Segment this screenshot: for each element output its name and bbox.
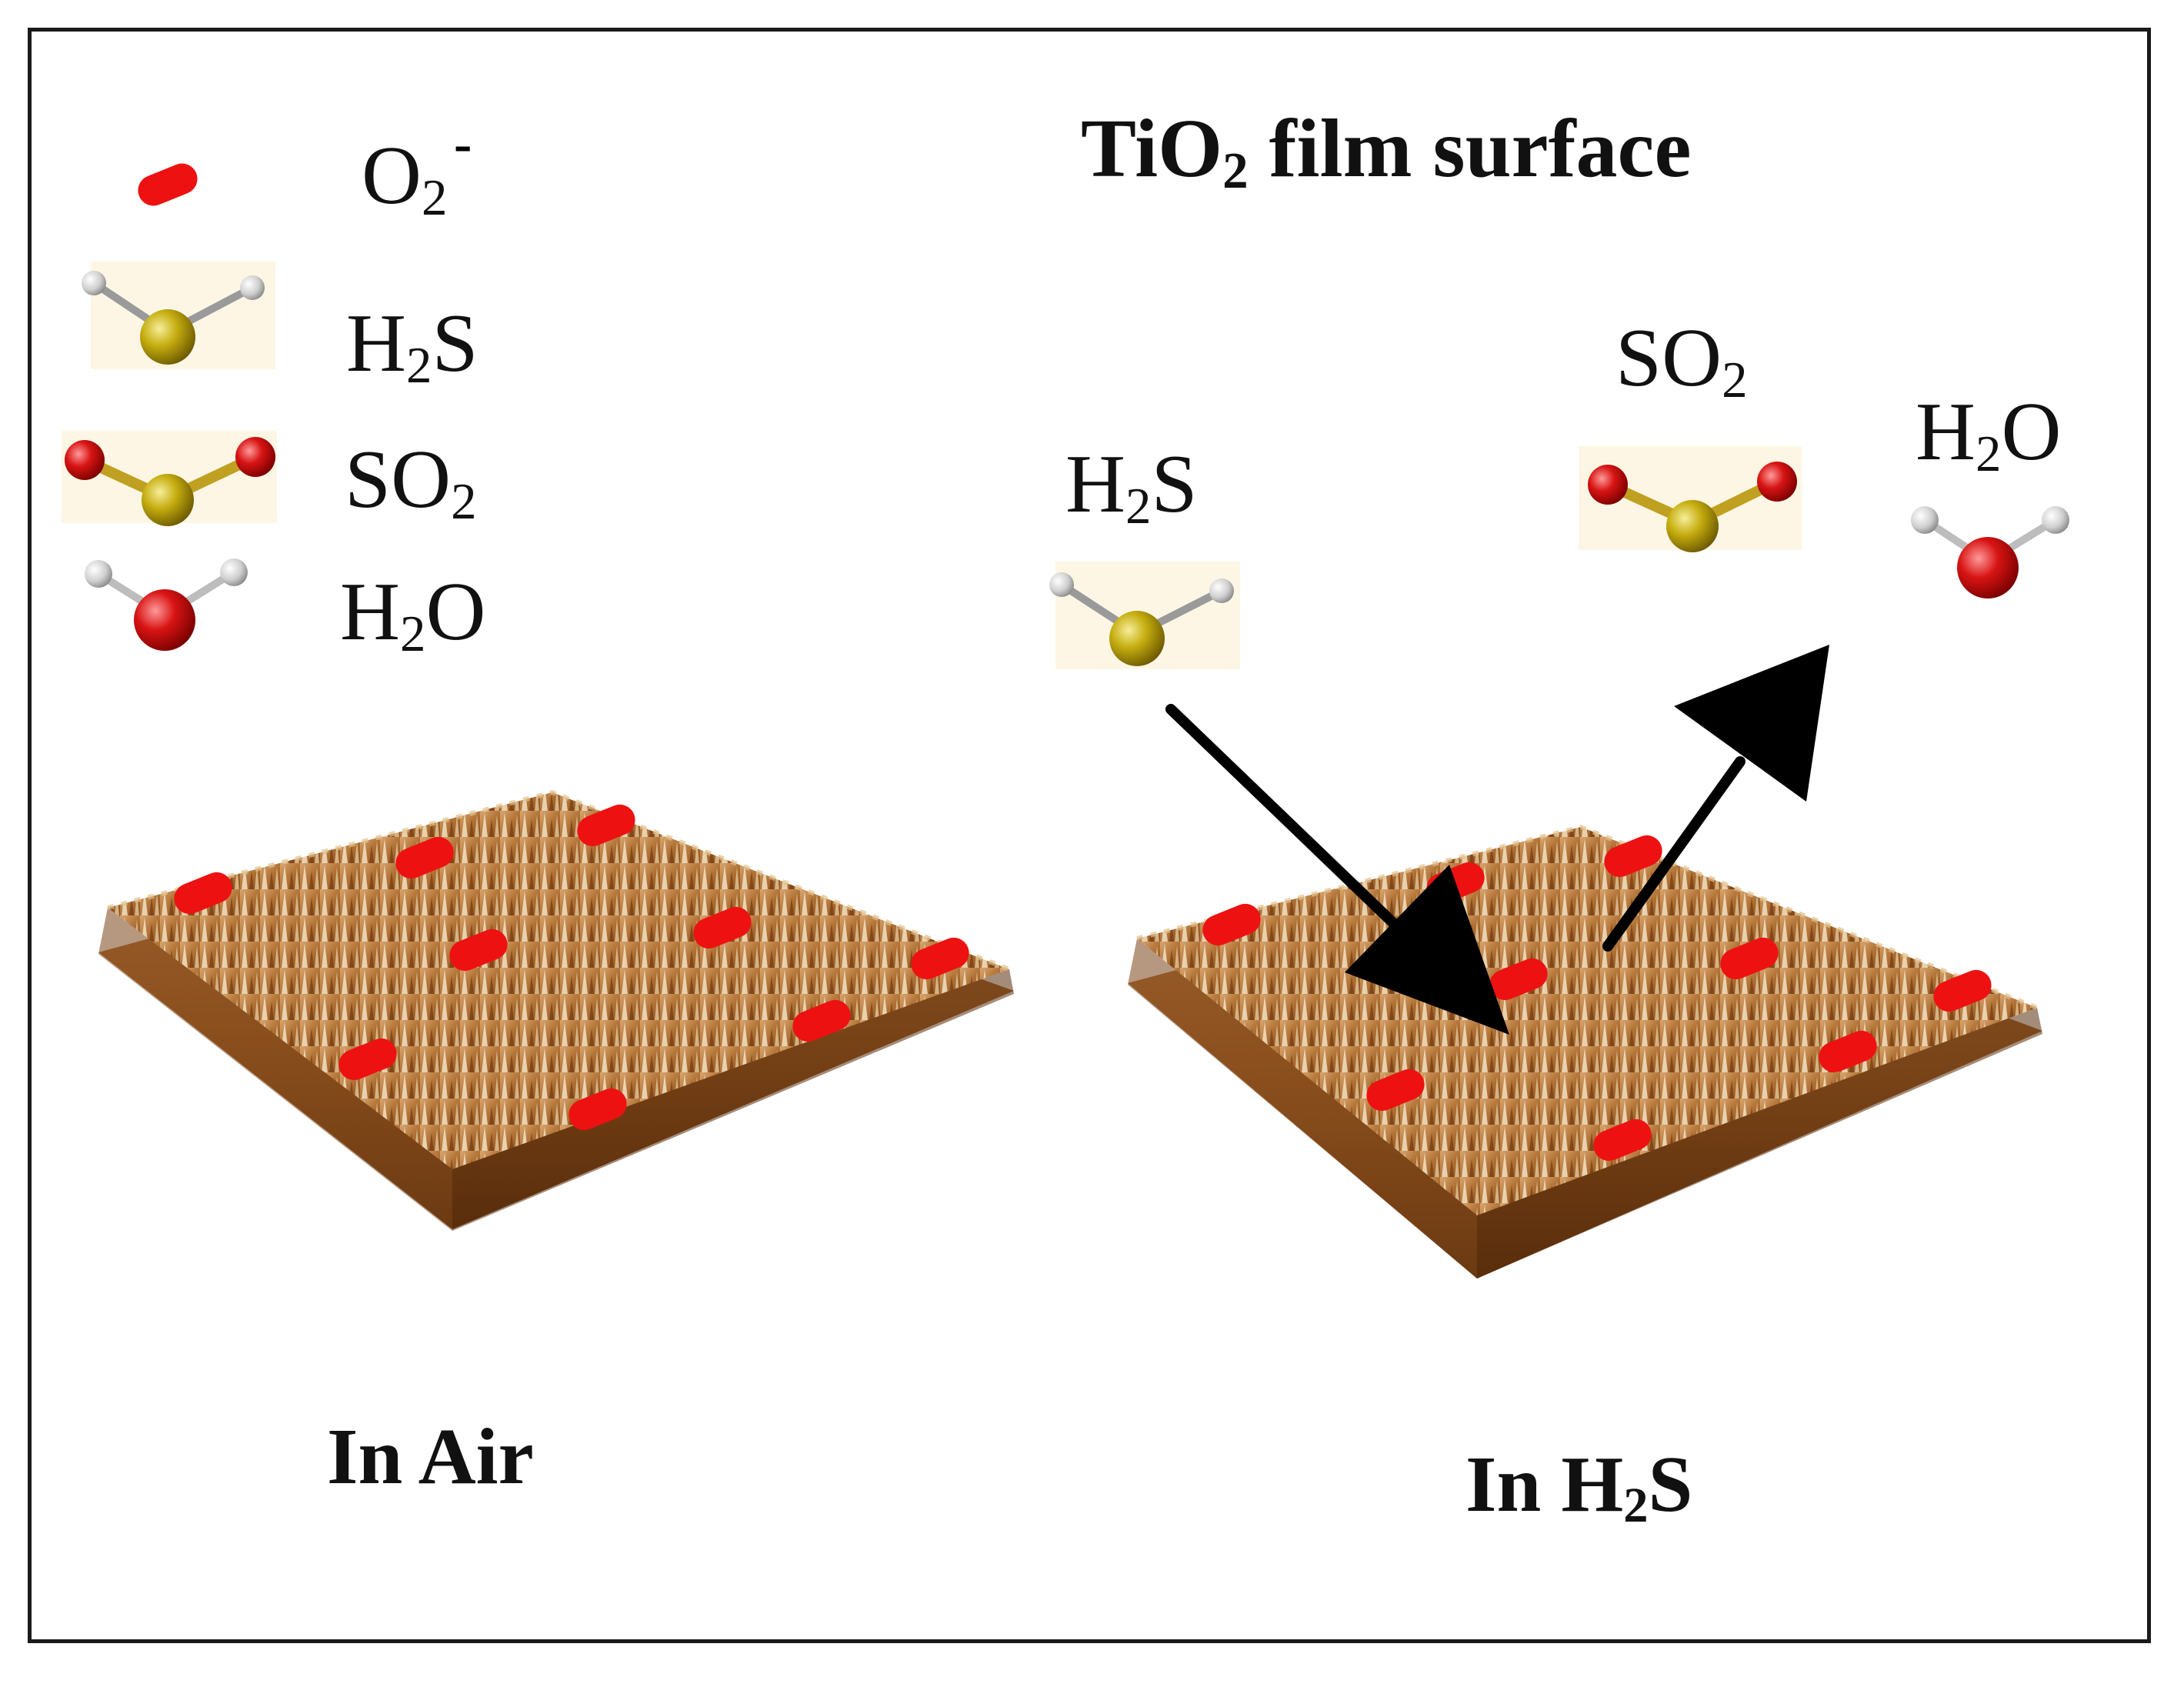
legend-h2s-molecule-icon	[82, 262, 275, 369]
legend-label-o2-ion: O2	[362, 130, 448, 226]
o2-ion	[1489, 958, 1548, 1001]
o2-ion	[449, 929, 508, 972]
condition-label-air: In Air	[327, 1412, 534, 1501]
label-incoming-h2s: H2S	[1065, 438, 1198, 535]
condition-label-h2s: In H2S	[1465, 1440, 1693, 1533]
product-h2o-molecule-icon	[1911, 506, 2069, 598]
incoming-h2s-molecule-icon	[1049, 562, 1240, 669]
o2-ion	[1202, 903, 1261, 946]
o2-ion	[1604, 835, 1662, 878]
legend-o2-ion-icon	[138, 163, 198, 206]
arrow-adsorption-icon	[1165, 704, 1509, 1035]
label-product-h2o: H2O	[1916, 386, 2062, 482]
arrow-desorption-icon	[1602, 645, 1829, 952]
legend-o2-ion-charge: -	[454, 115, 472, 174]
diagram-frame	[28, 28, 2151, 1643]
o2-ion	[911, 937, 969, 980]
o2-ion	[1366, 1069, 1425, 1112]
product-so2-molecule-icon	[1579, 446, 1802, 552]
o2-ion	[1593, 1119, 1652, 1162]
o2-ion	[1933, 969, 1992, 1012]
label-product-so2: SO2	[1615, 312, 1748, 408]
legend-so2-molecule-icon	[62, 431, 277, 526]
o2-ion	[792, 999, 851, 1042]
diagram-title: TiO2 film surface	[1081, 103, 1692, 199]
legend-h2o-molecule-icon	[85, 558, 248, 651]
o2-ion	[577, 804, 635, 847]
o2-ions-air	[174, 804, 969, 1131]
film-surface-h2s	[1128, 824, 2042, 1279]
o2-ion	[174, 872, 232, 915]
o2-ion	[1819, 1030, 1877, 1073]
o2-ion	[395, 836, 454, 879]
film-surface-air	[98, 789, 1014, 1231]
o2-ion	[1720, 937, 1779, 980]
o2-ion	[693, 906, 752, 949]
o2-ion	[569, 1088, 627, 1131]
legend-label-so2: SO2	[345, 434, 477, 530]
legend-label-h2o: H2O	[340, 566, 486, 662]
o2-ion	[338, 1038, 397, 1081]
legend-label-h2s: H2S	[346, 298, 478, 394]
